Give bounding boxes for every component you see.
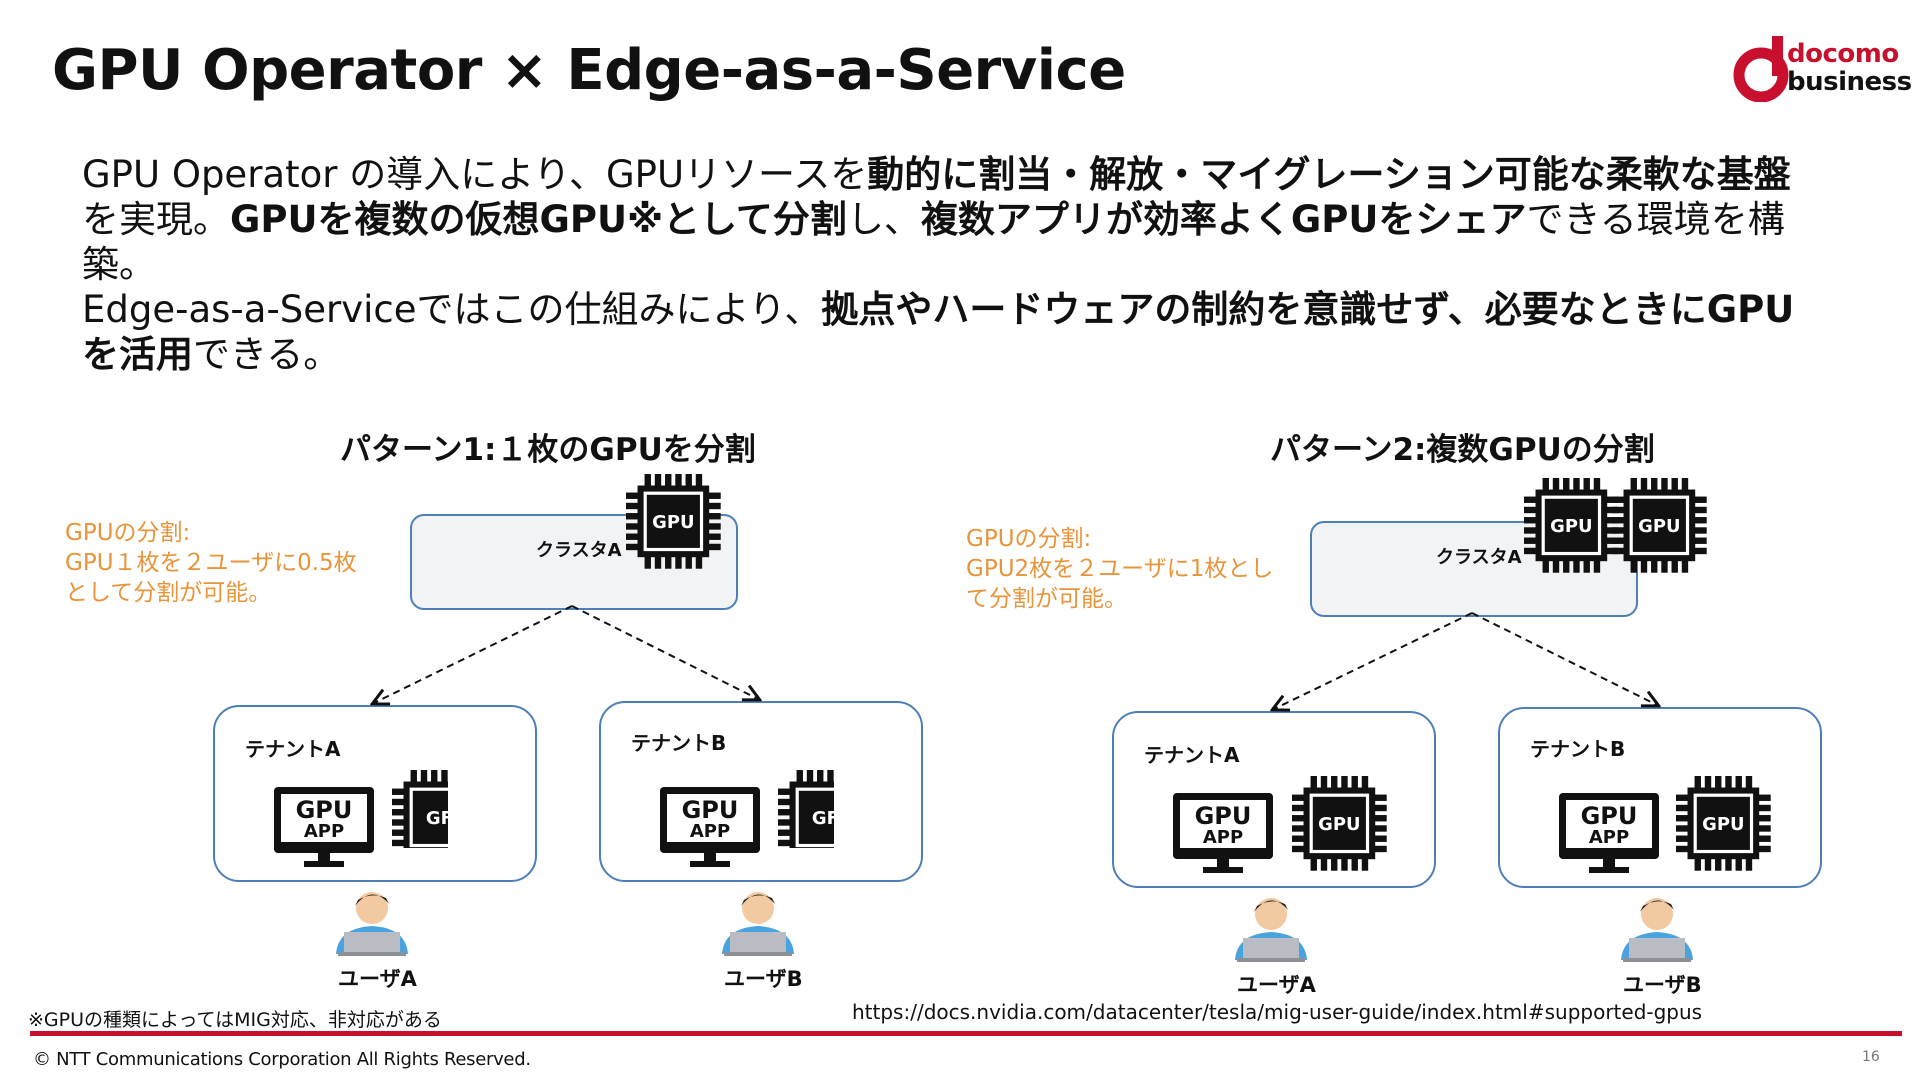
intro-emphasis: 複数アプリが効率よくGPUをシェア: [920, 198, 1527, 241]
pattern1-note: GPUの分割: GPU１枚を２ユーザに0.5枚 として分割が可能。: [65, 518, 357, 608]
gpu-chip-icon: GPU: [1524, 478, 1619, 573]
gpu-chip-label: GPU: [652, 512, 694, 533]
monitor-label-gpu: GPU: [682, 796, 739, 824]
pattern2-note-line: GPU2枚を２ユーザに1枚とし: [966, 556, 1274, 582]
logo-line1: docomo: [1787, 39, 1899, 69]
pattern1-arrow-b: [571, 605, 758, 699]
intro-emphasis: 動的に割当・解放・マイグレーション可能な柔軟な基盤: [867, 153, 1791, 196]
docomo-logo-icon: [1733, 36, 1789, 102]
pattern1-note-line: として分割が可能。: [65, 580, 272, 606]
pattern2-tenant-a-box: テナントA: [1112, 711, 1436, 888]
intro-line: GPU Operator の導入により、GPUリソースを動的に割当・解放・マイグ…: [82, 152, 1822, 197]
intro-text: できる。: [193, 333, 341, 376]
pattern1-tenant-b-label: テナントB: [631, 731, 727, 755]
pattern2-note: GPUの分割: GPU2枚を２ユーザに1枚とし て分割が可能。: [966, 524, 1273, 614]
logo-text: docomo business: [1787, 40, 1912, 96]
copyright: © NTT Communications Corporation All Rig…: [33, 1049, 531, 1070]
intro-text: Edge-as-a-Serviceではこの仕組みにより、: [82, 288, 822, 331]
gpu-chip-icon: GPU: [626, 474, 721, 569]
pattern1-tenant-b-box: テナントB: [599, 701, 923, 882]
pattern2-note-line: て分割が可能。: [966, 586, 1127, 612]
pattern1-title: パターン1:１枚のGPUを分割: [340, 432, 756, 468]
gpu-chip-icon: GPU: [1292, 776, 1387, 871]
pattern2-arrow-a: [1274, 612, 1473, 709]
pattern2-tenant-b-label: テナントB: [1530, 737, 1626, 761]
page-title: GPU Operator × Edge-as-a-Service: [52, 38, 1126, 103]
page-number: 16: [1862, 1049, 1880, 1065]
gpu-chip-label: GPU: [1638, 516, 1680, 537]
logo-line2: business: [1787, 67, 1912, 97]
monitor-label-app: APP: [1589, 827, 1629, 848]
intro-line: を実現。GPUを複数の仮想GPU※として分割し、複数アプリが効率よくGPUをシェ…: [82, 197, 1822, 242]
gpu-chip-label: GPU: [1318, 814, 1360, 835]
pattern2-note-line: GPUの分割:: [966, 526, 1092, 552]
pattern2-user-b-label: ユーザB: [1623, 973, 1702, 997]
intro-text: 築。: [82, 243, 156, 286]
pattern1-tenant-a-label: テナントA: [245, 737, 341, 761]
pattern2-cluster-label: クラスタA: [1436, 547, 1522, 568]
gpu-chip-icon: GF: [392, 770, 453, 848]
gpu-chip-label: GF: [426, 808, 453, 829]
pattern1-tenant-a-box: テナントA: [213, 705, 537, 882]
intro-text: し、: [846, 198, 921, 241]
intro-text: GPU Operator の導入により、GPUリソースを: [82, 153, 868, 196]
pattern2-arrow-b: [1471, 612, 1657, 705]
gpu-chip-label: GPU: [1550, 516, 1592, 537]
intro-line: Edge-as-a-Serviceではこの仕組みにより、拠点やハードウェアの制約…: [82, 287, 1822, 332]
pattern2-tenant-a-label: テナントA: [1144, 743, 1240, 767]
monitor-label-gpu: GPU: [1195, 802, 1252, 830]
gpu-chip-icon: GPU: [1612, 478, 1707, 573]
gpu-chip-icon: GF: [778, 770, 839, 848]
intro-line: 築。: [82, 242, 1822, 287]
pattern1-cluster-label: クラスタA: [536, 540, 622, 561]
intro-emphasis: GPUを複数の仮想GPU※として分割: [230, 198, 847, 241]
user-icon: [1235, 898, 1307, 962]
pattern1-user-a-label: ユーザA: [338, 967, 417, 991]
monitor-label-gpu: GPU: [1581, 802, 1638, 830]
reference-url[interactable]: https://docs.nvidia.com/datacenter/tesla…: [852, 1000, 1703, 1024]
pattern2-title: パターン2:複数GPUの分割: [1270, 432, 1655, 468]
user-icon: [1621, 898, 1693, 962]
intro-emphasis: 拠点やハードウェアの制約を意識せず、必要なときにGPU: [821, 288, 1795, 331]
intro-text: できる環境を構: [1526, 198, 1785, 241]
pattern2-user-a-label: ユーザA: [1237, 973, 1316, 997]
footnote: ※GPUの種類によってはMIG対応、非対応がある: [28, 1009, 442, 1031]
user-icon: [336, 892, 408, 956]
gpu-chip-icon: GPU: [1676, 776, 1771, 871]
pattern1-arrow-a: [374, 605, 573, 703]
user-icon: [722, 892, 794, 956]
pattern1-note-line: GPUの分割:: [65, 520, 191, 546]
intro-text: を実現。: [82, 198, 230, 241]
monitor-label-app: APP: [1203, 827, 1243, 848]
pattern1-user-b-label: ユーザB: [724, 967, 803, 991]
footer-divider: [30, 1031, 1902, 1036]
monitor-label-gpu: GPU: [296, 796, 353, 824]
gpu-chip-label: GPU: [1702, 814, 1744, 835]
pattern1-note-line: GPU１枚を２ユーザに0.5枚: [65, 550, 357, 576]
monitor-label-app: APP: [690, 821, 730, 842]
intro-line: を活用できる。: [82, 332, 1822, 377]
monitor-label-app: APP: [304, 821, 344, 842]
gpu-chip-label: GF: [812, 808, 839, 829]
intro-emphasis: を活用: [82, 333, 193, 376]
intro-paragraph: GPU Operator の導入により、GPUリソースを動的に割当・解放・マイグ…: [82, 152, 1822, 377]
